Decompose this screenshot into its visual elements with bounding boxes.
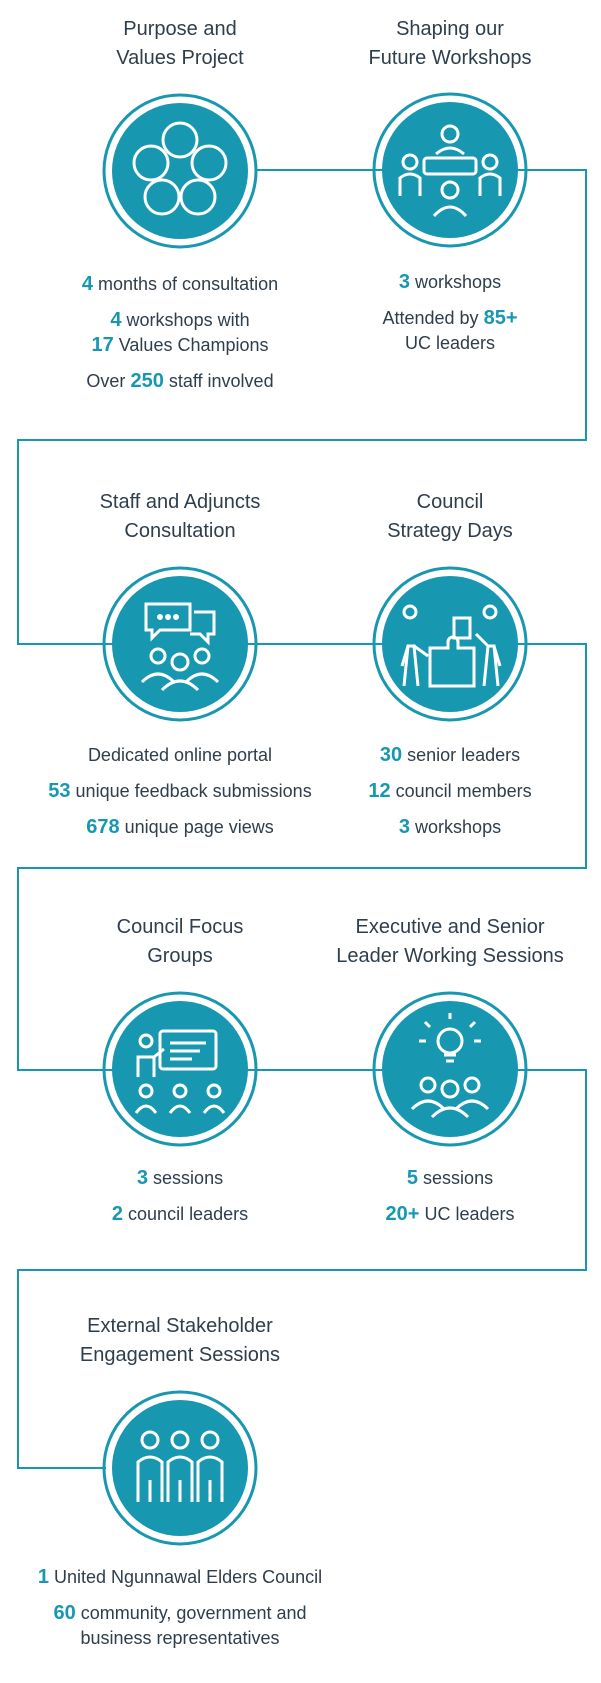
title-line: Purpose and [123, 18, 237, 40]
title-line: Leader Working Sessions [336, 945, 564, 967]
stage-external-title: External Stakeholder Engagement Sessions [45, 1312, 315, 1370]
stat-line: Over 250 staff involved [86, 370, 274, 392]
stat-line: 53 unique feedback submissions [48, 780, 312, 802]
stage-purpose-stats: 4 months of consultation 4 workshops wit… [20, 272, 340, 405]
stat-line: 1 United Ngunnawal Elders Council [37, 1566, 323, 1588]
stat-line: UC leaders [404, 333, 496, 353]
stage-staff-title: Staff and Adjuncts Consultation [45, 488, 315, 546]
meeting-table-icon [372, 92, 528, 248]
stage-council-strategy-stats: 30 senior leaders 12 council members 3 w… [290, 743, 601, 851]
stage-council-focus-title: Council Focus Groups [45, 913, 315, 971]
title-line: Values Project [116, 47, 244, 69]
title-line: Staff and Adjuncts [99, 491, 261, 513]
title-line: Engagement Sessions [79, 1344, 281, 1366]
stat-line: 17 Values Champions [91, 334, 269, 356]
stage-executive-stats: 5 sessions 20+ UC leaders [290, 1166, 601, 1238]
title-line: Groups [147, 945, 213, 967]
title-line: Shaping our [396, 18, 504, 40]
stage-staff-stats: Dedicated online portal 53 unique feedba… [20, 743, 340, 851]
title-line: Consultation [124, 520, 236, 542]
stat-line: 30 senior leaders [379, 744, 521, 766]
stage-council-strategy-title: Council Strategy Days [315, 488, 585, 546]
stage-executive-title: Executive and Senior Leader Working Sess… [315, 913, 585, 971]
title-line: Executive and Senior [355, 916, 545, 938]
stat-line: 3 sessions [136, 1167, 224, 1189]
stage-purpose-title: Purpose and Values Project [45, 15, 315, 73]
stat-line: 3 workshops [398, 271, 502, 293]
stage-council-focus-stats: 3 sessions 2 council leaders [20, 1166, 340, 1238]
stat-line: Attended by 85+ [382, 307, 518, 329]
chat-group-icon [102, 566, 258, 722]
title-line: Future Workshops [368, 47, 532, 69]
stat-line: 3 workshops [398, 816, 502, 838]
puzzle-people-icon [372, 566, 528, 722]
stat-line: business representatives [80, 1628, 280, 1648]
title-line: External Stakeholder [87, 1315, 273, 1337]
presentation-icon [102, 991, 258, 1147]
stage-external-stats: 1 United Ngunnawal Elders Council 60 com… [0, 1565, 360, 1662]
stat-line: 4 workshops with [110, 309, 250, 331]
stage-shaping-title: Shaping our Future Workshops [315, 15, 585, 73]
stat-line: 12 council members [368, 780, 532, 802]
stat-line: 20+ UC leaders [385, 1203, 515, 1225]
stat-line: 5 sessions [406, 1167, 494, 1189]
stat-line: Dedicated online portal [87, 745, 273, 765]
stat-line: 2 council leaders [111, 1203, 249, 1225]
title-line: Council [416, 491, 484, 513]
stat-line: 4 months of consultation [81, 273, 279, 295]
stat-line: 678 unique page views [86, 816, 274, 838]
five-circles-icon [102, 93, 258, 249]
lightbulb-group-icon [372, 991, 528, 1147]
three-people-icon [102, 1390, 258, 1546]
title-line: Strategy Days [387, 520, 513, 542]
title-line: Council Focus [116, 916, 244, 938]
stage-shaping-stats: 3 workshops Attended by 85+ UC leaders [290, 270, 601, 367]
stat-line: 60 community, government and [53, 1602, 307, 1624]
